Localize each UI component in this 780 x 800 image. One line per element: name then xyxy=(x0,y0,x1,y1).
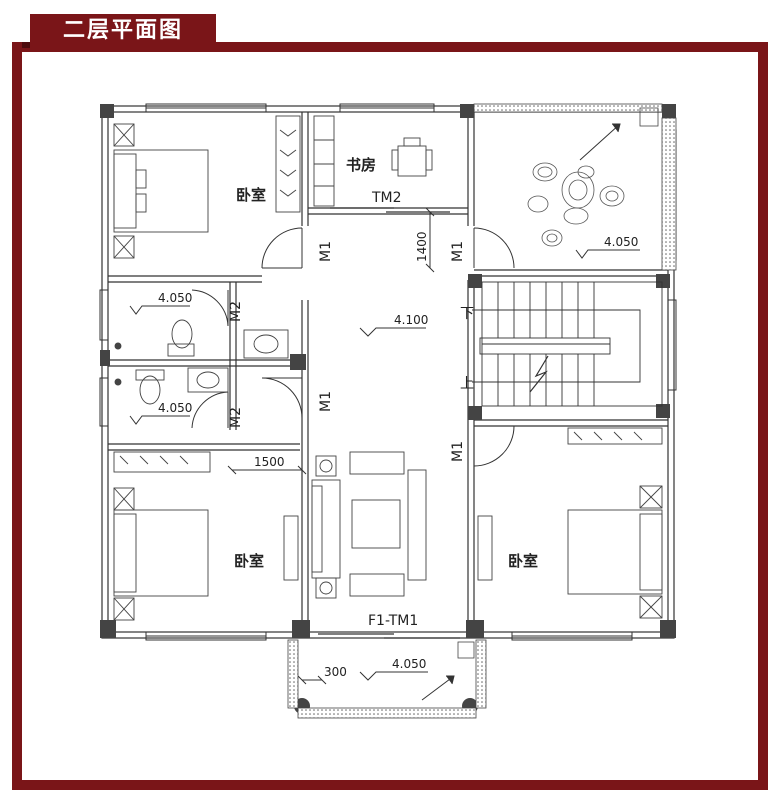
page-title: 二层平面图 xyxy=(22,14,216,48)
living-room-furniture xyxy=(311,451,427,599)
sliding-door-f1-tm1 xyxy=(318,633,460,639)
structural-columns xyxy=(100,104,676,714)
bed-se xyxy=(477,427,663,619)
stair-down-label: 下 xyxy=(460,306,474,322)
staircase xyxy=(472,281,663,407)
dimension-1500: 1500 xyxy=(254,455,285,469)
door-label-f1-tm1: F1-TM1 xyxy=(368,613,418,629)
garden-terrace xyxy=(473,103,677,271)
sliding-door-tm2 xyxy=(330,207,450,213)
door-label-m1-study: M1 xyxy=(450,241,466,262)
room-label-bedroom-se: 卧室 xyxy=(508,552,538,570)
study-furniture xyxy=(313,115,433,207)
level-garden: 4.050 xyxy=(604,235,638,249)
door-label-m2-bath-upper: M2 xyxy=(228,301,244,322)
level-hall: 4.100 xyxy=(394,313,428,327)
dimension-lines xyxy=(227,207,435,685)
wardrobe-nw xyxy=(275,115,301,213)
door-swings xyxy=(191,227,515,467)
door-label-tm2: TM2 xyxy=(371,190,402,206)
dimension-300: 300 xyxy=(324,665,347,679)
room-label-bedroom-sw: 卧室 xyxy=(234,552,264,570)
door-label-m2-bath-lower: M2 xyxy=(228,407,244,428)
door-label-m1-bedroom-se: M1 xyxy=(450,441,466,462)
room-label-bedroom-nw: 卧室 xyxy=(236,186,266,204)
door-label-m1-bedroom-nw: M1 xyxy=(318,241,334,262)
bathroom-fixtures xyxy=(114,319,289,405)
level-balcony: 4.050 xyxy=(392,657,426,671)
windows xyxy=(99,103,677,641)
bed-sw xyxy=(113,451,299,621)
interior-walls xyxy=(108,112,668,620)
stair-up-label: 上 xyxy=(460,376,474,392)
door-label-m1-bedroom-sw: M1 xyxy=(318,391,334,412)
dimension-1400: 1400 xyxy=(415,231,429,262)
bed-nw xyxy=(113,123,209,259)
balcony xyxy=(287,639,487,719)
room-label-study: 书房 xyxy=(346,156,376,174)
level-marks xyxy=(129,249,640,681)
level-bath-upper: 4.050 xyxy=(158,291,192,305)
level-bath-lower: 4.050 xyxy=(158,401,192,415)
